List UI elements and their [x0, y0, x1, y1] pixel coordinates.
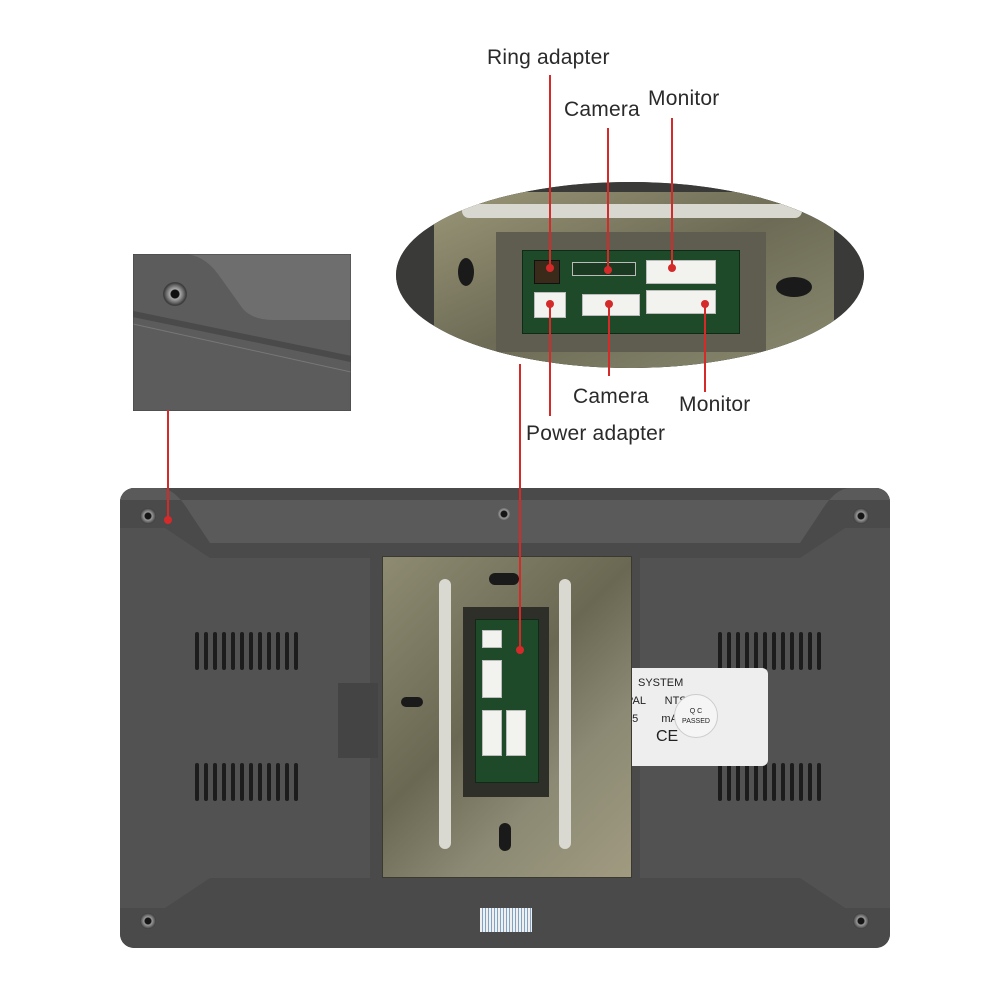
ring-adapter-dot: [546, 264, 554, 272]
bracket-rail-right: [559, 579, 571, 849]
ring-adapter-port: [534, 260, 560, 284]
product-label-line1: SYSTEM: [638, 677, 684, 689]
camera-bottom-dot: [605, 300, 613, 308]
monitor-bottom-dot: [701, 300, 709, 308]
bottom-right-screw-icon: [853, 913, 869, 929]
mounting-bracket: [382, 556, 632, 878]
corner-detail-inset: [133, 254, 351, 411]
ce-mark: CE: [656, 728, 679, 745]
bracket-slot-bottom: [499, 823, 511, 851]
corner-screw-icon: [163, 282, 187, 306]
monitor-top-label: Monitor: [648, 87, 720, 110]
barcode-sticker: [480, 908, 532, 932]
bracket-rail-left: [439, 579, 451, 849]
camera-top-label: Camera: [564, 98, 640, 121]
bracket-slot-left: [401, 697, 423, 707]
bracket-window: [463, 607, 549, 797]
pcb-connector-4: [506, 710, 526, 756]
monitor-bottom-label: Monitor: [679, 393, 751, 416]
vent-left-bottom: [195, 763, 298, 801]
camera-bottom-line: [608, 304, 610, 376]
board-callout-dot: [516, 646, 524, 654]
qc-passed-sticker: Q C PASSED: [674, 694, 718, 738]
power-adapter-dot: [546, 300, 554, 308]
pcb-board: [475, 619, 539, 783]
connector-detail-inset: [396, 182, 864, 368]
bracket-slot-top: [489, 573, 519, 585]
pcb-connector-2: [482, 660, 502, 698]
ring-adapter-label: Ring adapter: [487, 46, 610, 69]
camera-top-dot: [604, 266, 612, 274]
monitor-back-housing: SYSTEM PAL NTSC 15 mA CE Q C PASSED: [120, 488, 890, 948]
camera-top-line: [607, 128, 609, 270]
corner-callout-line: [167, 410, 169, 520]
monitor-top-dot: [668, 264, 676, 272]
ring-adapter-line: [549, 75, 551, 267]
pcb-connector-3: [482, 710, 502, 756]
label-ma: mA: [661, 713, 678, 725]
pcb-connector-1: [482, 630, 502, 648]
power-adapter-line: [549, 304, 551, 416]
camera-bottom-label: Camera: [573, 385, 649, 408]
bottom-left-screw-icon: [140, 913, 156, 929]
monitor-bottom-line: [704, 304, 706, 392]
board-callout-line: [519, 364, 521, 650]
vent-right-bottom: [718, 763, 821, 801]
vent-left-top: [195, 632, 298, 670]
corner-detail-drawing: [133, 254, 351, 411]
monitor-top-line: [671, 118, 673, 268]
qc-line2: PASSED: [682, 718, 710, 725]
qc-line1: Q C: [689, 708, 703, 715]
top-center-screw-icon: [498, 508, 510, 520]
vent-right-top: [718, 632, 821, 670]
top-left-screw-icon: [140, 508, 156, 524]
corner-callout-dot: [164, 516, 172, 524]
monitor-port-top: [646, 260, 716, 284]
top-right-screw-icon: [853, 508, 869, 524]
power-adapter-label: Power adapter: [526, 422, 666, 445]
